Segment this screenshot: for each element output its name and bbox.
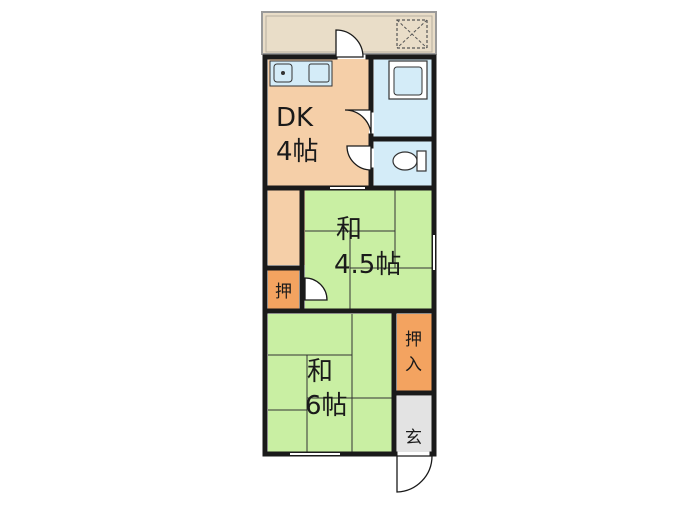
toilet-door-icon [346,145,372,171]
windows [290,187,435,455]
oshiire-label-1: 押 [405,330,422,350]
balcony-door-icon [335,29,364,58]
drain-icon [396,19,428,49]
oshiire-label-2: 入 [405,355,422,375]
tatami-room-6-size: 6帖 [305,391,348,421]
bath-door-icon [344,109,372,137]
toilet-icon [392,150,427,172]
tatami-room-6: 和 6帖 [268,314,392,452]
bath-room [374,59,432,137]
tatami-room-4-5-size: 4.5帖 [334,250,401,280]
dk-room-name: DK [276,103,314,133]
kitchen-sink-icon [269,60,333,87]
bathtub-icon [388,60,428,100]
corridor-floor [268,190,305,265]
dk-room: DK 4帖 [268,59,369,186]
genkan-entrance: 玄 [397,396,432,452]
oshiire-closet: 押 入 [397,314,432,391]
tatami-room-4-5-name: 和 [336,215,362,245]
dk-room-size: 4帖 [276,137,319,167]
tatami-room-4-5: 和 4.5帖 [305,190,432,309]
genkan-label: 玄 [405,428,422,448]
front-door-icon [396,455,433,493]
small-closet: 押 [268,270,299,309]
closet-door-icon [304,277,328,301]
doors [304,29,433,493]
small-closet-label: 押 [275,282,292,302]
toilet-room [374,141,432,186]
tatami-room-6-name: 和 [307,357,333,387]
